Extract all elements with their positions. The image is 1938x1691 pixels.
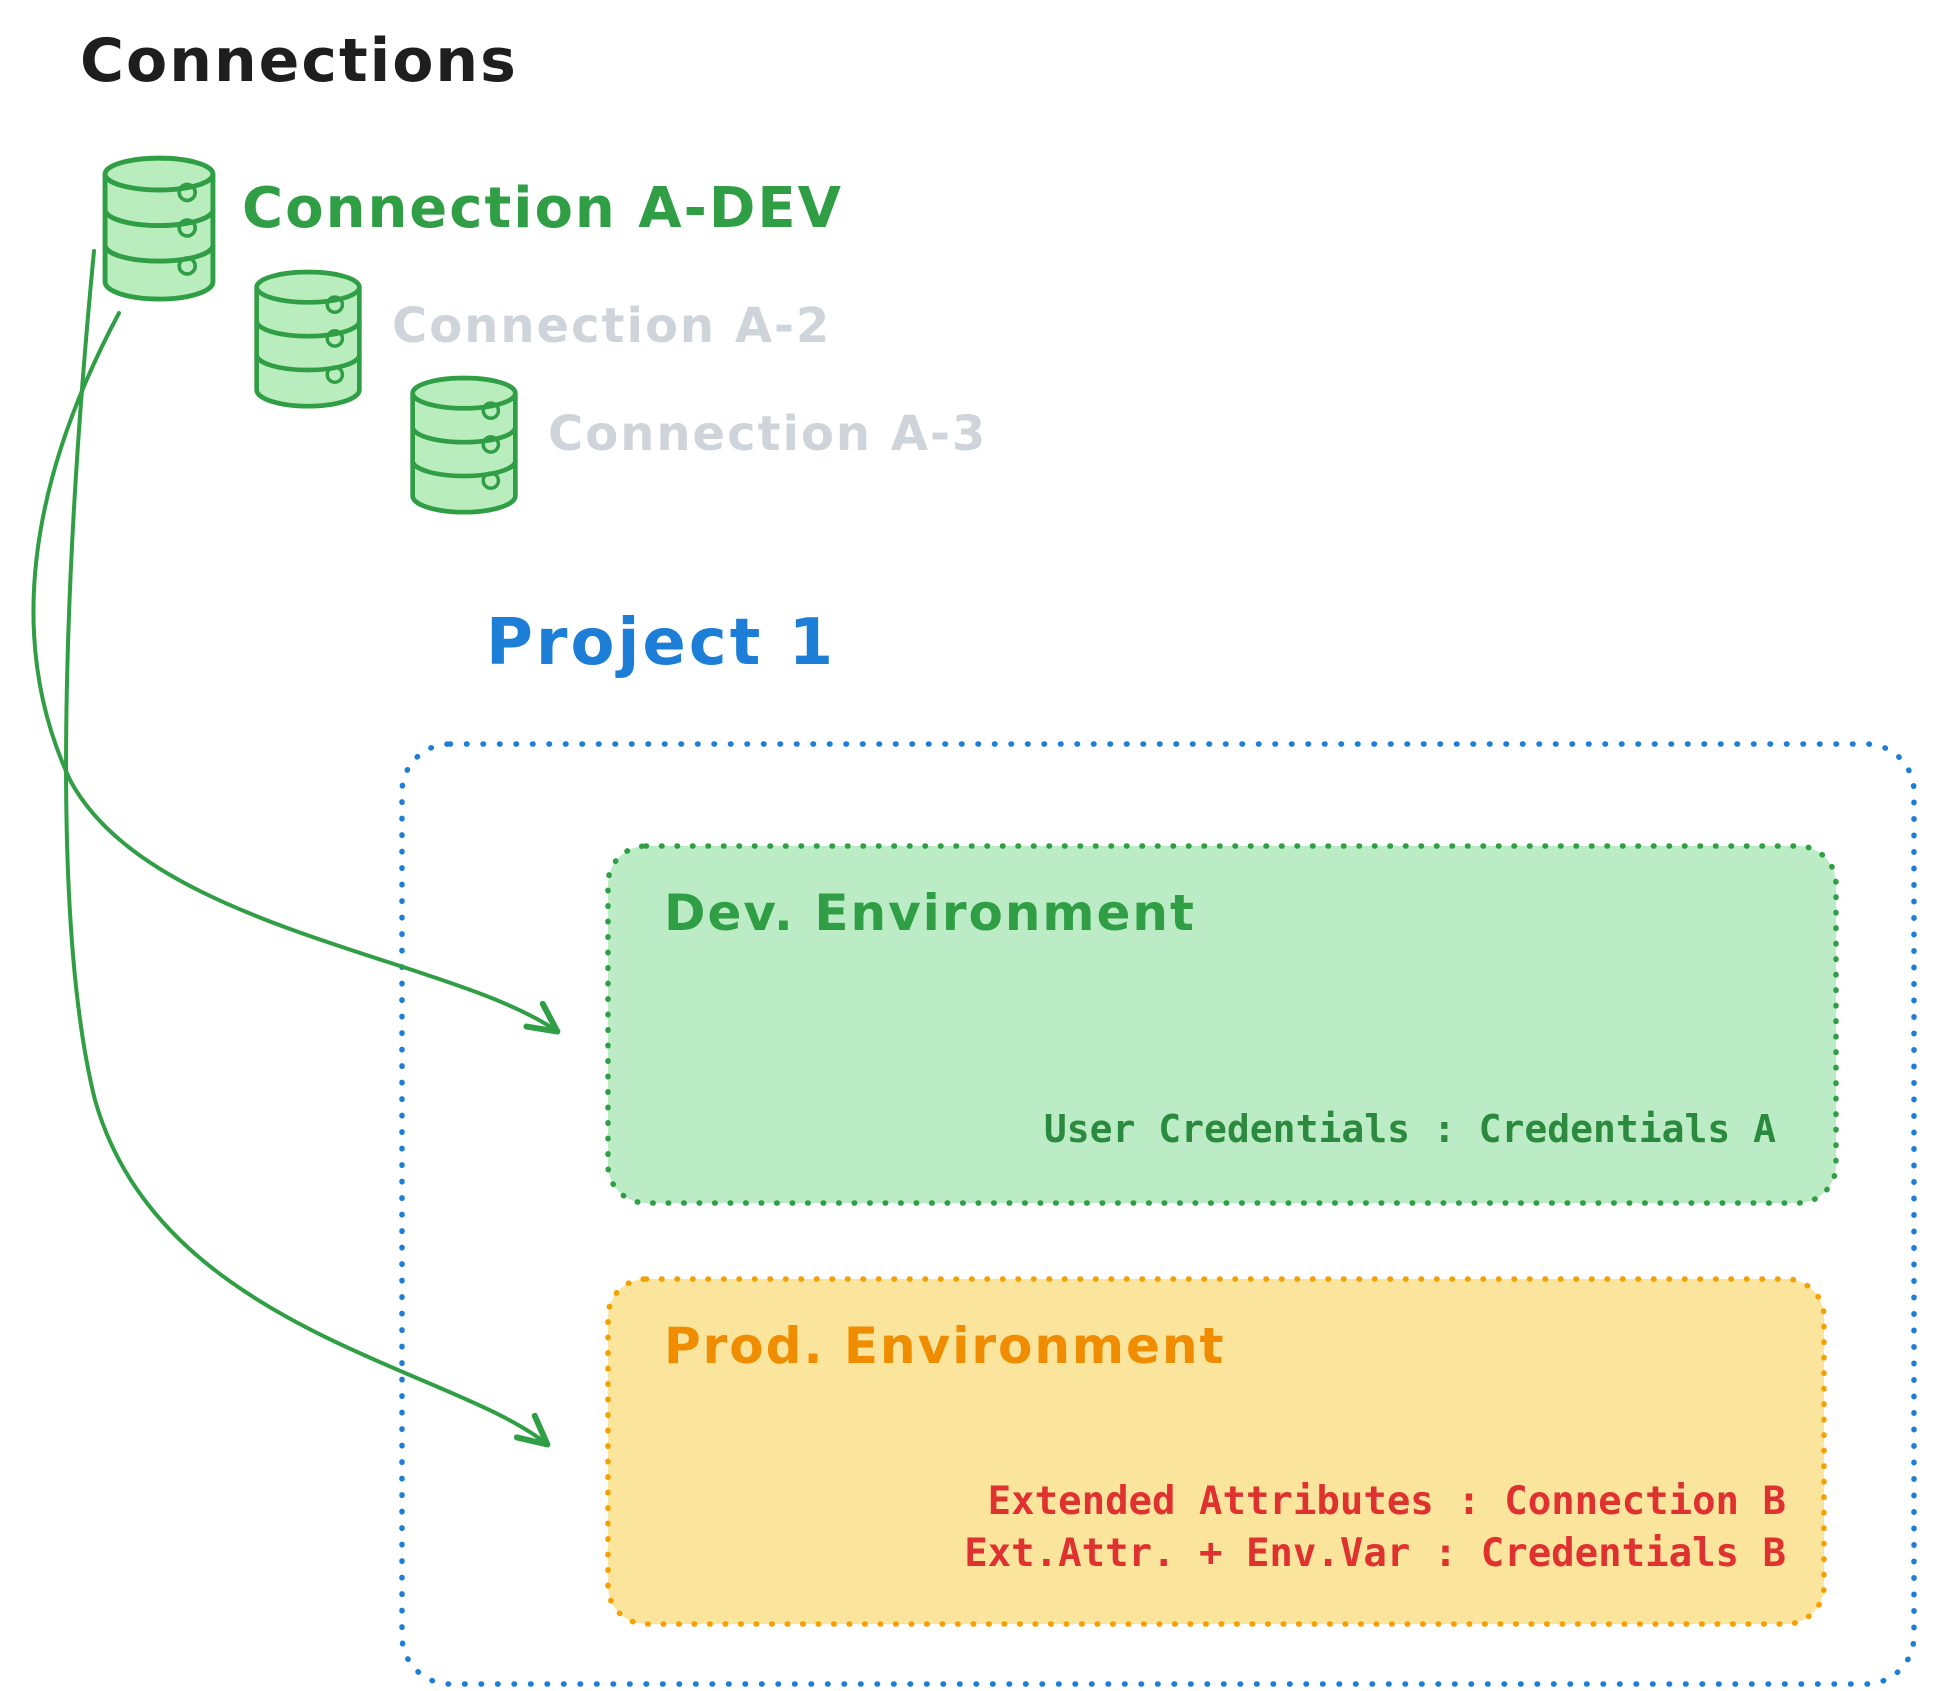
connection-a-2-label: Connection A-2 [392, 298, 832, 354]
dev-environment-title: Dev. Environment [664, 884, 1196, 942]
diagram-title: Connections [80, 26, 518, 96]
prod-environment-title: Prod. Environment [664, 1317, 1226, 1375]
database-icon [252, 266, 364, 411]
project-box-outline [399, 741, 1917, 1687]
dev-environment-box: Dev. Environment User Credentials : Cred… [608, 846, 1836, 1203]
dev-environment-credentials: User Credentials : Credentials A [1043, 1107, 1776, 1151]
arrow-to-prod-environment [64, 249, 551, 1448]
prod-environment-attributes: Extended Attributes : Connection B Ext.A… [964, 1476, 1786, 1580]
connection-a-dev-label: Connection A-DEV [242, 176, 843, 241]
prod-environment-box: Prod. Environment Extended Attributes : … [608, 1279, 1824, 1624]
database-icon [100, 152, 218, 304]
prod-environment-box-shape [605, 1276, 1827, 1627]
connection-a-3-label: Connection A-3 [548, 406, 988, 462]
project-title: Project 1 [486, 606, 837, 680]
database-icon [408, 372, 520, 517]
prod-environment-attr-line-1: Extended Attributes : Connection B [987, 1479, 1786, 1524]
prod-environment-attr-line-2: Ext.Attr. + Env.Var : Credentials B [964, 1531, 1786, 1576]
dev-environment-box-shape [605, 843, 1839, 1206]
arrow-to-dev-environment [31, 311, 561, 1035]
